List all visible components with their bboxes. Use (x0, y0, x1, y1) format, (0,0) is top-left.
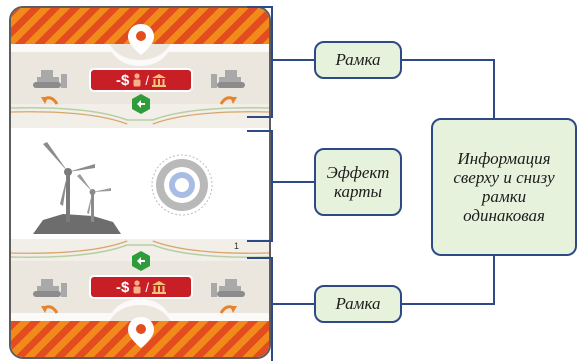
card-frame-top: -$ / (11, 8, 269, 128)
person-icon (133, 73, 141, 87)
connector-info-top (402, 59, 495, 118)
connector-info-bottom (402, 256, 495, 305)
cost-label: -$ (116, 71, 130, 89)
bulldozer-icon (211, 70, 245, 88)
arrow-icon (219, 305, 237, 314)
label-card-effect: Эффект карты (314, 148, 402, 216)
card-frame-bottom: -$ / (11, 237, 269, 357)
circle-target-icon (151, 154, 213, 216)
bracket-top (247, 6, 273, 118)
frame-wave-top (11, 44, 269, 125)
frame-wave-bottom (11, 240, 269, 321)
bulldozer-icon (33, 279, 67, 297)
bank-icon (151, 73, 166, 87)
cost-badge: -$ / (91, 70, 191, 90)
location-pin-icon (128, 317, 154, 348)
green-badge-icon (132, 251, 150, 271)
bulldozer-icon (33, 70, 67, 88)
cost-label: -$ (116, 278, 130, 296)
arrow-icon (41, 96, 59, 105)
bulldozer-icon (211, 279, 245, 297)
cost-badge: -$ / (91, 277, 191, 297)
card: -$ / (9, 6, 271, 359)
wind-turbine-icon (33, 142, 121, 234)
bracket-effect (247, 130, 273, 242)
bracket-bottom (247, 257, 273, 361)
card-effect-area (11, 128, 269, 239)
person-icon (133, 280, 141, 294)
label-info: Информация сверху и снизу рамки одинаков… (431, 118, 577, 256)
arrow-icon (41, 305, 59, 314)
separator: / (145, 72, 149, 88)
label-frame-bottom: Рамка (314, 285, 402, 323)
card-number: 1 (233, 241, 239, 251)
green-badge-icon (132, 94, 150, 114)
separator: / (145, 279, 149, 295)
label-frame-top: Рамка (314, 41, 402, 79)
bank-icon (151, 280, 166, 294)
location-pin-icon (128, 24, 154, 55)
arrow-icon (219, 96, 237, 105)
